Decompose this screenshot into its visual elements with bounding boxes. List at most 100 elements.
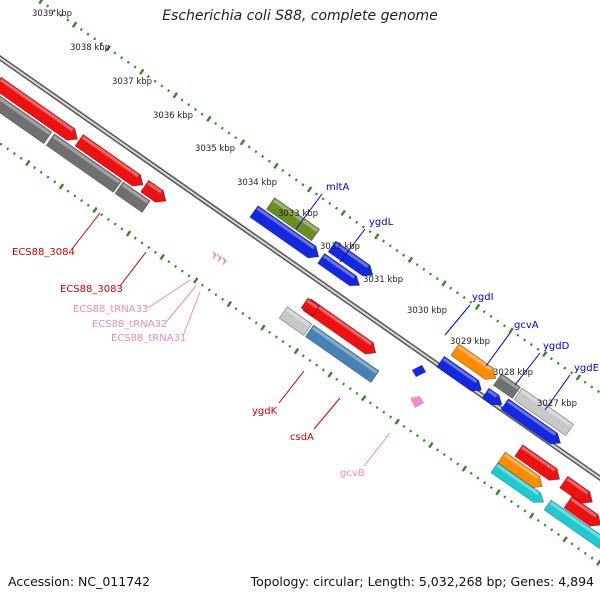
kbp-label: 3027 kbp (537, 399, 577, 409)
tick-mark (200, 112, 204, 116)
label-leader-line (339, 228, 366, 263)
tick-mark (476, 476, 480, 480)
gene-label-text: ygdK (252, 406, 278, 417)
tick-mark (415, 434, 419, 438)
label-leader-line (313, 397, 341, 430)
gene-feature (140, 179, 167, 203)
tick-mark (321, 197, 325, 201)
tick-mark (360, 394, 367, 402)
tick-mark (562, 536, 568, 543)
gene-label: ygdI (444, 292, 494, 336)
gene-label-text: csdA (290, 432, 314, 443)
gene-feature (327, 240, 374, 277)
gene-highlight (500, 375, 519, 390)
gene-label-text: ygdD (543, 341, 570, 352)
gene-feature (278, 306, 313, 336)
tick-mark (206, 115, 212, 122)
tick-mark (86, 32, 90, 36)
tick-mark (39, 170, 43, 174)
gene-label: csdA (290, 397, 341, 443)
gene-arrow (543, 499, 600, 549)
gene-highlight (496, 464, 540, 496)
tick-mark (516, 504, 520, 508)
tick-mark (556, 532, 560, 537)
gene-highlight (566, 477, 589, 495)
tick-mark (543, 523, 547, 527)
tick-mark (340, 209, 346, 217)
tick-mark (193, 277, 199, 284)
tick-mark (38, 0, 44, 5)
gene-arrow (0, 76, 78, 141)
tick-mark (126, 60, 130, 64)
tick-mark (167, 260, 171, 264)
tick-mark (483, 481, 487, 485)
tick-mark (93, 37, 97, 41)
gene-label-text: ECS88_tRNA31 (111, 333, 186, 344)
gene-label: ygdD (514, 341, 570, 386)
genome-summary-text: Topology: circular; Length: 5,032,268 bp… (250, 574, 594, 589)
gene-arrow (304, 324, 380, 384)
tick-mark (139, 68, 145, 75)
tick-mark (260, 324, 266, 331)
gene-feature (563, 495, 600, 527)
tick-mark (71, 21, 78, 28)
gene-feature (492, 373, 521, 400)
tick-mark (227, 131, 231, 135)
tick-mark (503, 495, 507, 499)
tick-mark (361, 225, 365, 229)
map-title: Escherichia coli S88, complete genome (162, 8, 438, 24)
tick-mark (321, 368, 325, 372)
gene-label-text: ygdL (369, 217, 394, 228)
label-leader-line (182, 291, 201, 337)
gene-highlight (521, 446, 556, 472)
tick-mark (382, 410, 386, 414)
gene-arrow (500, 398, 562, 445)
tick-mark (436, 448, 440, 452)
gene-label: ygdK (252, 370, 305, 417)
tick-mark (456, 462, 460, 466)
tick-mark (368, 230, 372, 234)
tick-mark (147, 246, 151, 250)
tick-mark (254, 321, 258, 325)
gene-feature (0, 76, 78, 141)
gene-feature (317, 252, 361, 287)
gene-highlight (306, 299, 319, 309)
tick-mark (441, 280, 447, 287)
gene-feature (500, 398, 562, 445)
gene-features (0, 76, 600, 549)
tick-mark (0, 142, 3, 146)
gene-feature (559, 475, 593, 504)
label-leader-line (165, 285, 197, 323)
tick-mark (590, 556, 594, 560)
tick-mark (328, 201, 332, 206)
tick-mark (66, 189, 70, 193)
accession-text: Accession: NC_011742 (8, 574, 151, 589)
tick-mark (200, 283, 204, 287)
gene-feature (45, 133, 123, 193)
tick-mark (140, 241, 144, 245)
gene-arrow (45, 133, 123, 193)
gene-highlight (312, 326, 378, 374)
gene-label: ECS88_tRNA31 (111, 291, 201, 344)
tick-mark (428, 442, 434, 449)
gene-highlight (323, 254, 356, 279)
gene-arrow (114, 181, 151, 213)
backbone-outer (0, 54, 600, 482)
label-leader-line (444, 304, 471, 336)
gene-labels: mltAygdLygdIgcvAygdDygdEECS88_3084ECS88_… (12, 182, 599, 479)
tick-mark (496, 319, 500, 323)
tick-mark (583, 380, 587, 384)
kbp-label: 3033 kbp (278, 209, 318, 219)
gene-label: mltA (295, 182, 349, 230)
tick-mark (549, 357, 553, 361)
tick-mark (187, 274, 191, 278)
kbp-label: 3036 kbp (153, 111, 193, 121)
tick-mark (482, 310, 486, 314)
tick-mark (583, 551, 587, 555)
tick-mark (254, 150, 258, 154)
trna-marker (212, 250, 217, 260)
tick-mark (342, 382, 346, 386)
tick-mark (66, 18, 70, 22)
tick-mark (159, 253, 165, 261)
